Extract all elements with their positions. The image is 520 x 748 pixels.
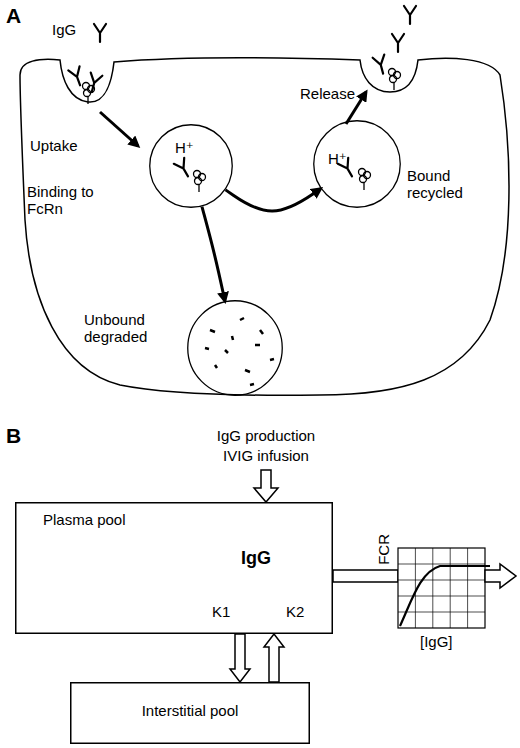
pathway-arrow: [202, 207, 225, 302]
panel-letter: A: [6, 4, 21, 28]
vesicle-outline: [188, 301, 283, 396]
compartment-label: Plasma pool: [43, 512, 126, 529]
uptake-arrow: [100, 112, 138, 146]
igg-symbol: [94, 24, 106, 42]
fcrn-receptor: [83, 83, 95, 105]
vesicle-outline: [314, 121, 401, 208]
compartment-label: Interstitial pool: [70, 703, 310, 720]
igg-symbol: [174, 158, 193, 180]
input-label: IVIG infusion: [166, 448, 366, 465]
rate-constant: K2: [286, 604, 304, 621]
fcrn-receptor: [194, 171, 206, 193]
fcr-curve: [400, 566, 490, 626]
fcr-graph: [398, 548, 490, 628]
input-label: IgG production: [166, 428, 366, 445]
igg-symbol: [373, 55, 389, 75]
rate-label: FCR: [376, 534, 393, 565]
compartment-box: Interstitial pool: [70, 682, 310, 744]
molecule-label: IgG: [52, 22, 76, 39]
process-label: Release: [300, 86, 355, 103]
process-label: Bound recycled: [407, 168, 482, 202]
vesicle-outline: [149, 124, 233, 208]
fcrn-receptor: [389, 69, 401, 91]
axis-label: [IgG]: [420, 634, 453, 651]
box-outline: [71, 683, 310, 744]
box-outline: [16, 503, 333, 634]
molecule-label: IgG: [241, 548, 271, 568]
vesicle-outline: [313, 120, 401, 208]
rate-constant: K1: [212, 604, 230, 621]
igg-symbol: [404, 6, 416, 24]
panel-letter: B: [6, 424, 21, 448]
pathway-arrow: [226, 189, 321, 211]
vesicle: H⁺Bound recycled: [313, 120, 401, 208]
process-label: Unbound degraded: [84, 312, 169, 346]
output-arrow: [485, 564, 516, 588]
cell-membrane: [20, 58, 509, 396]
vesicle-outline: [186, 300, 284, 396]
degraded-fragments: [205, 318, 274, 385]
proton-label: H⁺: [175, 140, 194, 157]
fcrn-receptor: [359, 169, 371, 191]
vesicle: Unbound degraded: [186, 300, 284, 396]
vesicle-outline: [150, 125, 233, 208]
vesicle: H⁺Binding to FcRn: [149, 124, 233, 208]
process-label: Binding to FcRn: [27, 184, 132, 218]
proton-label: H⁺: [328, 151, 347, 168]
transfer-arrow: [264, 634, 284, 682]
igg-symbol: [392, 34, 404, 52]
compartment-box: Plasma poolIgG: [15, 502, 333, 634]
fcr-arrow-shaft: [333, 570, 398, 582]
process-label: Uptake: [30, 138, 78, 155]
transfer-arrow: [230, 634, 250, 682]
input-arrow: [254, 470, 278, 502]
